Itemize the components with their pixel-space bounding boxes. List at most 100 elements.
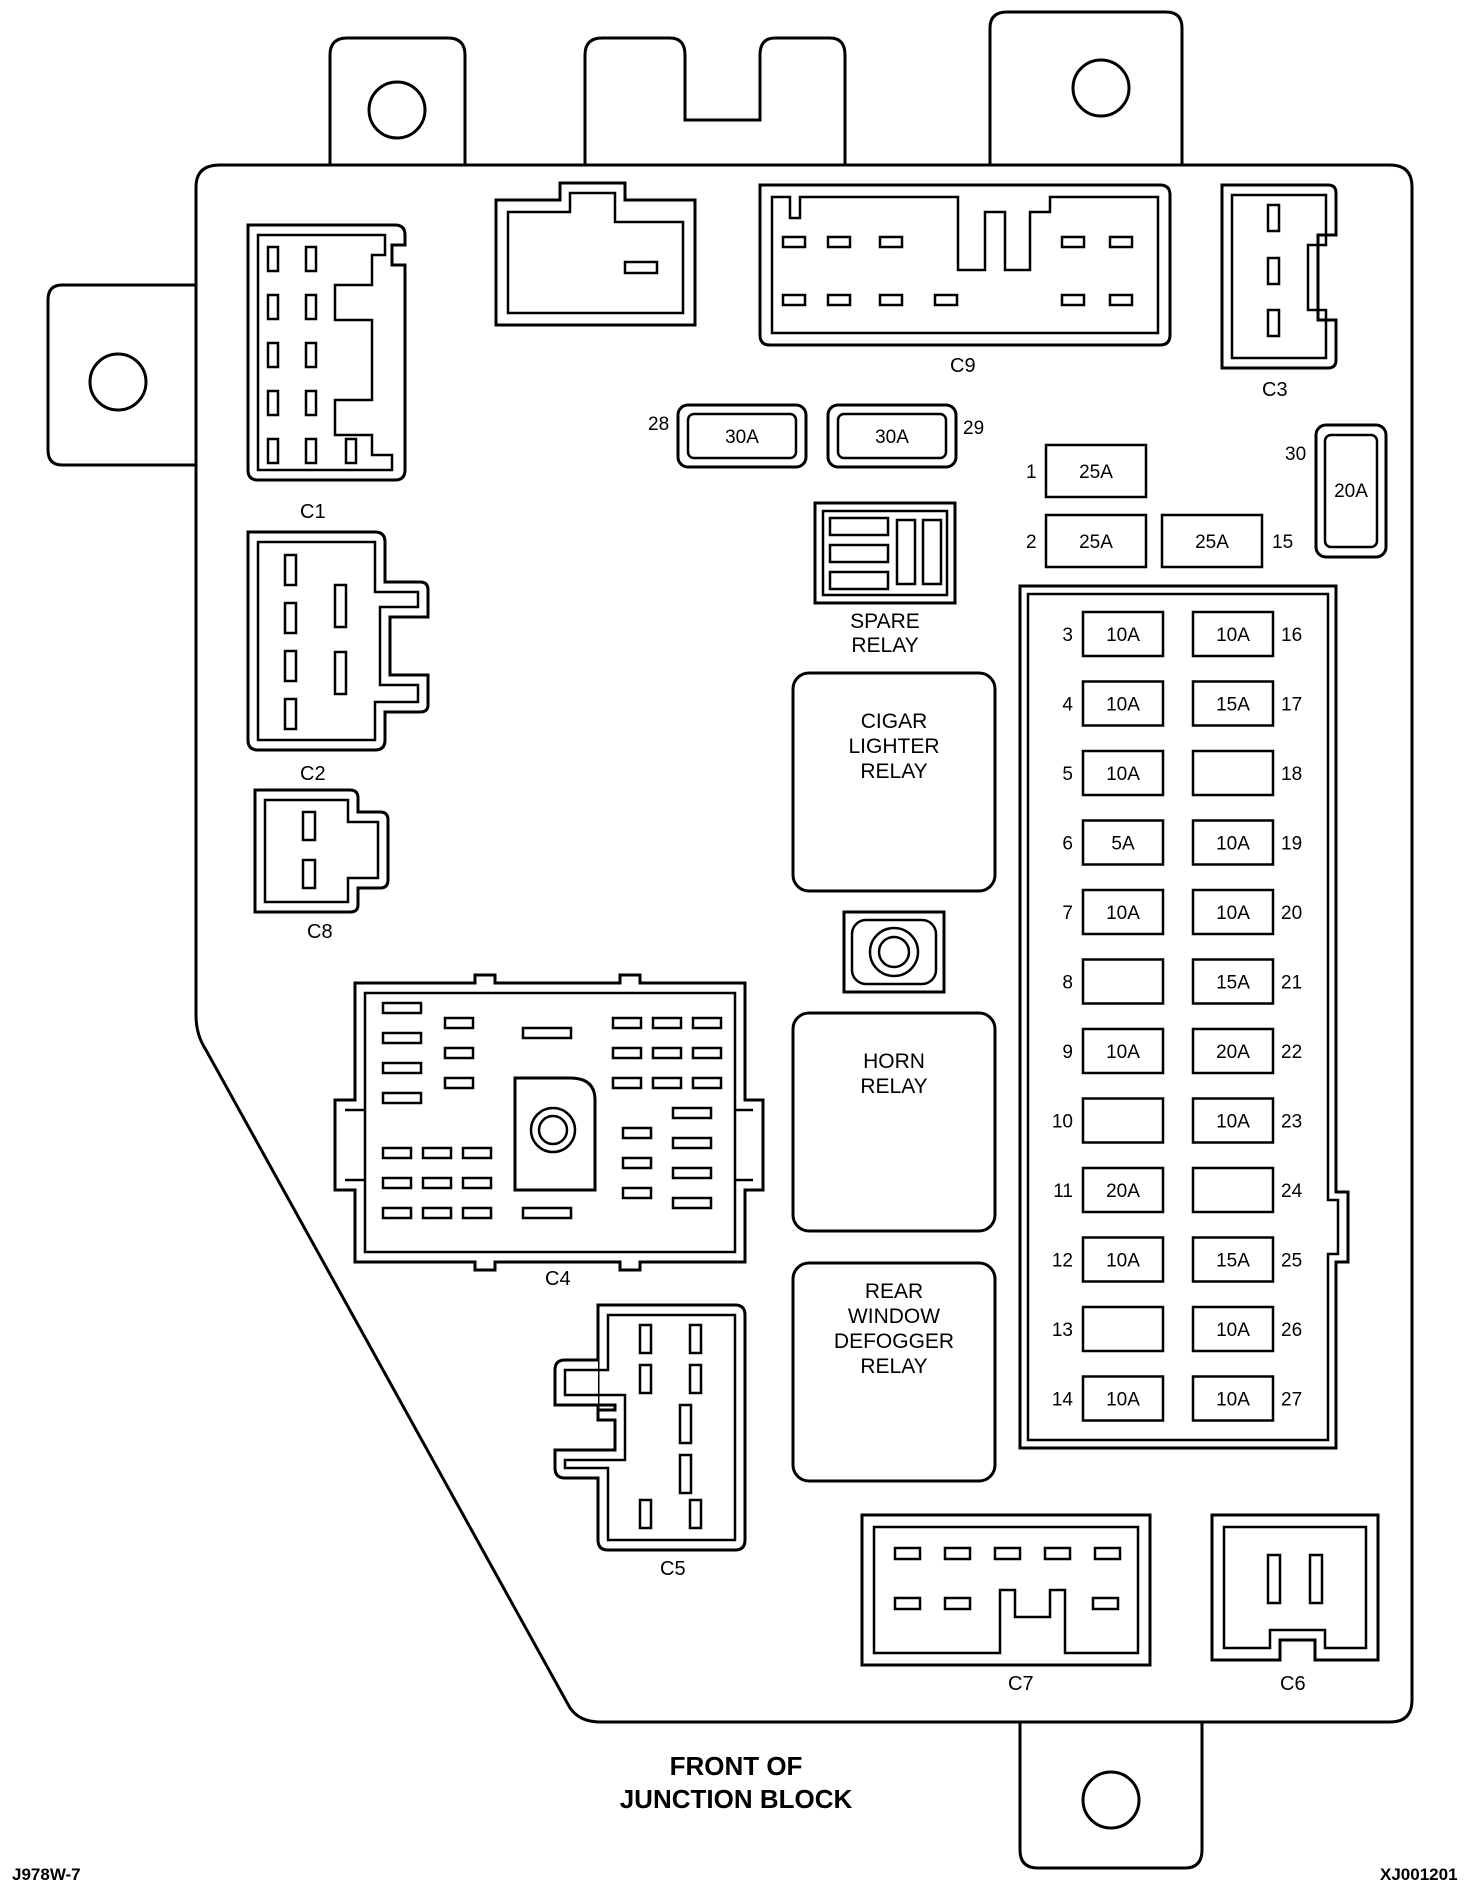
connector-c1[interactable]: C1 <box>246 223 407 523</box>
fuse-rating: 30A <box>725 427 759 448</box>
connector-c3[interactable]: C3 <box>1220 183 1338 401</box>
fuse-1[interactable]: 25A 1 <box>1026 443 1148 499</box>
spare-relay[interactable]: SPARE RELAY <box>813 501 957 657</box>
connector-label: C3 <box>1262 379 1288 401</box>
fuse-number: 6 <box>1062 834 1073 855</box>
fuse-6[interactable]: 5A6 <box>1062 819 1165 866</box>
connector-c8[interactable]: C8 <box>253 788 390 943</box>
fuse-number: 27 <box>1281 1390 1302 1411</box>
connector-c6[interactable]: C6 <box>1210 1513 1380 1695</box>
fuse-13[interactable]: 13 <box>1052 1305 1165 1353</box>
fuse-27[interactable]: 10A 27 <box>1191 1375 1302 1422</box>
fuse-rating: 10A <box>1216 1112 1250 1133</box>
fuse-number: 23 <box>1281 1112 1302 1133</box>
figure-code-right: XJ001201 <box>1380 1865 1458 1884</box>
fuse-number: 21 <box>1281 973 1302 994</box>
mounting-hole-icon <box>1081 1770 1141 1830</box>
fuse-number: 19 <box>1281 834 1302 855</box>
fuse-number: 2 <box>1026 532 1037 553</box>
relay-label: CIGAR <box>861 710 928 733</box>
connector-label: C2 <box>300 763 326 785</box>
fuse-19[interactable]: 10A 19 <box>1191 819 1302 866</box>
fuse-rating: 10A <box>1106 1042 1140 1063</box>
fuse-15[interactable]: 25A 15 <box>1160 513 1293 569</box>
fuse-number: 24 <box>1281 1181 1303 1202</box>
fuse-number: 13 <box>1052 1320 1073 1341</box>
cigar-lighter-relay[interactable]: CIGAR LIGHTER RELAY <box>791 671 997 893</box>
fuse-number: 15 <box>1272 532 1293 553</box>
connector-label: C6 <box>1280 1673 1306 1695</box>
fuse-rating: 10A <box>1216 625 1250 646</box>
fuse-8[interactable]: 8 <box>1062 958 1165 1005</box>
connector-c5[interactable]: C5 <box>553 1303 747 1580</box>
connector-label: C1 <box>300 501 326 523</box>
fuse-14[interactable]: 10A 14 <box>1052 1375 1165 1422</box>
fuse-24[interactable]: 24 <box>1191 1166 1303 1214</box>
fuse-rating: 25A <box>1079 462 1113 483</box>
fuse-number: 5 <box>1062 764 1073 785</box>
fuse-number: 14 <box>1052 1390 1074 1411</box>
fuse-rating: 10A <box>1216 834 1250 855</box>
fuse-rating: 20A <box>1106 1181 1140 1202</box>
relay-label: RELAY <box>851 634 918 657</box>
connector-label: C4 <box>545 1268 571 1290</box>
fuse-17[interactable]: 15A 17 <box>1191 680 1302 727</box>
stud-terminal <box>842 910 946 994</box>
fuse-number: 18 <box>1281 764 1302 785</box>
fuse-30[interactable]: 20A 30 <box>1285 423 1388 559</box>
fuse-number: 26 <box>1281 1320 1302 1341</box>
footer-title-line2: JUNCTION BLOCK <box>620 1784 853 1814</box>
fuse-10[interactable]: 10 <box>1052 1097 1165 1144</box>
fuse-number: 8 <box>1062 973 1073 994</box>
footer-title-line1: FRONT OF <box>670 1751 803 1781</box>
fuse-rating: 10A <box>1106 625 1140 646</box>
fuse-rating: 10A <box>1216 1390 1250 1411</box>
fuse-rating: 10A <box>1106 1390 1140 1411</box>
fuse-number: 30 <box>1285 444 1306 465</box>
relay-label: LIGHTER <box>848 735 939 758</box>
fuse-2[interactable]: 25A 2 <box>1026 513 1148 569</box>
fuse-rating: 10A <box>1106 903 1140 924</box>
connector-c9[interactable]: C9 <box>758 183 1172 377</box>
fuse-23[interactable]: 10A 23 <box>1191 1097 1302 1144</box>
fuse-29[interactable]: 30A 29 <box>826 403 984 469</box>
relay-label: HORN <box>863 1050 925 1073</box>
fuse-rating: 25A <box>1079 532 1113 553</box>
fuse-rating: 25A <box>1195 532 1229 553</box>
connector-top-small[interactable] <box>494 181 697 327</box>
connector-c7[interactable]: C7 <box>860 1513 1152 1695</box>
connector-c2[interactable]: C2 <box>246 530 430 785</box>
connector-c4[interactable]: C4 <box>333 973 765 1290</box>
connector-label: C7 <box>1008 1673 1034 1695</box>
fuse-18[interactable]: 18 <box>1191 749 1302 797</box>
fuse-number: 4 <box>1062 695 1073 716</box>
fuse-rating: 15A <box>1216 695 1250 716</box>
fuse-11[interactable]: 20A 11 <box>1053 1166 1165 1214</box>
relay-label: RELAY <box>860 1075 927 1098</box>
relay-label: DEFOGGER <box>834 1330 954 1353</box>
rear-window-defogger-relay[interactable]: REAR WINDOW DEFOGGER RELAY <box>791 1261 997 1483</box>
fuse-rating: 15A <box>1216 1251 1250 1272</box>
fuse-number: 10 <box>1052 1112 1073 1133</box>
fuse-number: 17 <box>1281 695 1302 716</box>
fuse-number: 11 <box>1053 1181 1073 1202</box>
fuse-rating: 20A <box>1334 481 1368 502</box>
fuse-28[interactable]: 30A 28 <box>648 403 808 469</box>
horn-relay[interactable]: HORN RELAY <box>791 1011 997 1233</box>
mounting-tabs <box>46 10 1204 1870</box>
relay-label: SPARE <box>850 610 920 633</box>
connector-label: C8 <box>307 921 333 943</box>
